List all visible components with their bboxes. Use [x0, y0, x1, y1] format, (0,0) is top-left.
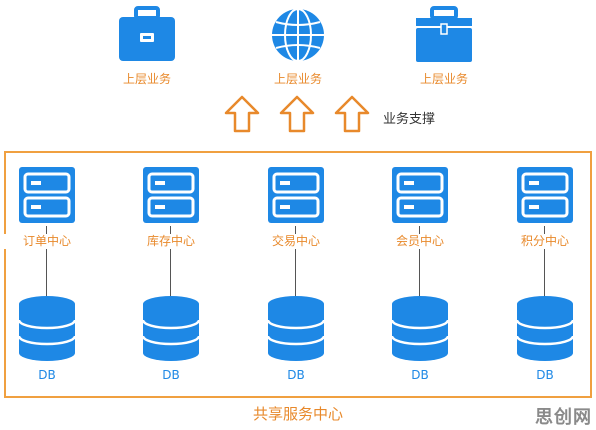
connector-line — [419, 226, 420, 298]
connector-line — [170, 226, 171, 298]
suitcase-icon — [416, 6, 472, 62]
database-icon — [516, 296, 574, 361]
service-label: 交易中心 — [251, 234, 341, 249]
db-label: DB — [287, 368, 305, 382]
top-client-2: 上层业务 — [248, 4, 348, 89]
service-label: 积分中心 — [500, 234, 590, 249]
service-label: 库存中心 — [126, 234, 216, 249]
up-arrow-icon — [334, 95, 370, 133]
server-icon — [392, 167, 448, 223]
server-icon — [268, 167, 324, 223]
server-icon — [517, 167, 573, 223]
service-label: 订单中心 — [2, 234, 92, 249]
db-label: DB — [411, 368, 429, 382]
top-client-3: 上层业务 — [394, 4, 494, 89]
database-icon — [391, 296, 449, 361]
database-icon — [267, 296, 325, 361]
server-icon — [19, 167, 75, 223]
top-client-label: 上层业务 — [273, 72, 322, 86]
database-icon — [142, 296, 200, 361]
server-icon — [143, 167, 199, 223]
db-label: DB — [536, 368, 554, 382]
connector-line — [295, 226, 296, 298]
top-client-label: 上层业务 — [419, 72, 468, 86]
db-label: DB — [162, 368, 180, 382]
connector-line — [46, 226, 47, 298]
up-arrow-icon — [279, 95, 315, 133]
connector-line — [544, 226, 545, 298]
service-label: 会员中心 — [375, 234, 465, 249]
briefcase-icon — [119, 6, 175, 61]
top-client-label: 上层业务 — [122, 72, 171, 86]
db-label: DB — [38, 368, 56, 382]
shared-service-frame — [4, 151, 592, 398]
platform-title: 共享服务中心 — [252, 405, 343, 423]
up-arrow-icon — [224, 95, 260, 133]
top-client-1: 上层业务 — [97, 4, 197, 89]
database-icon — [18, 296, 76, 361]
support-label: 业务支撑 — [383, 112, 436, 127]
globe-icon — [272, 8, 324, 62]
watermark: 思创网 — [535, 407, 592, 428]
